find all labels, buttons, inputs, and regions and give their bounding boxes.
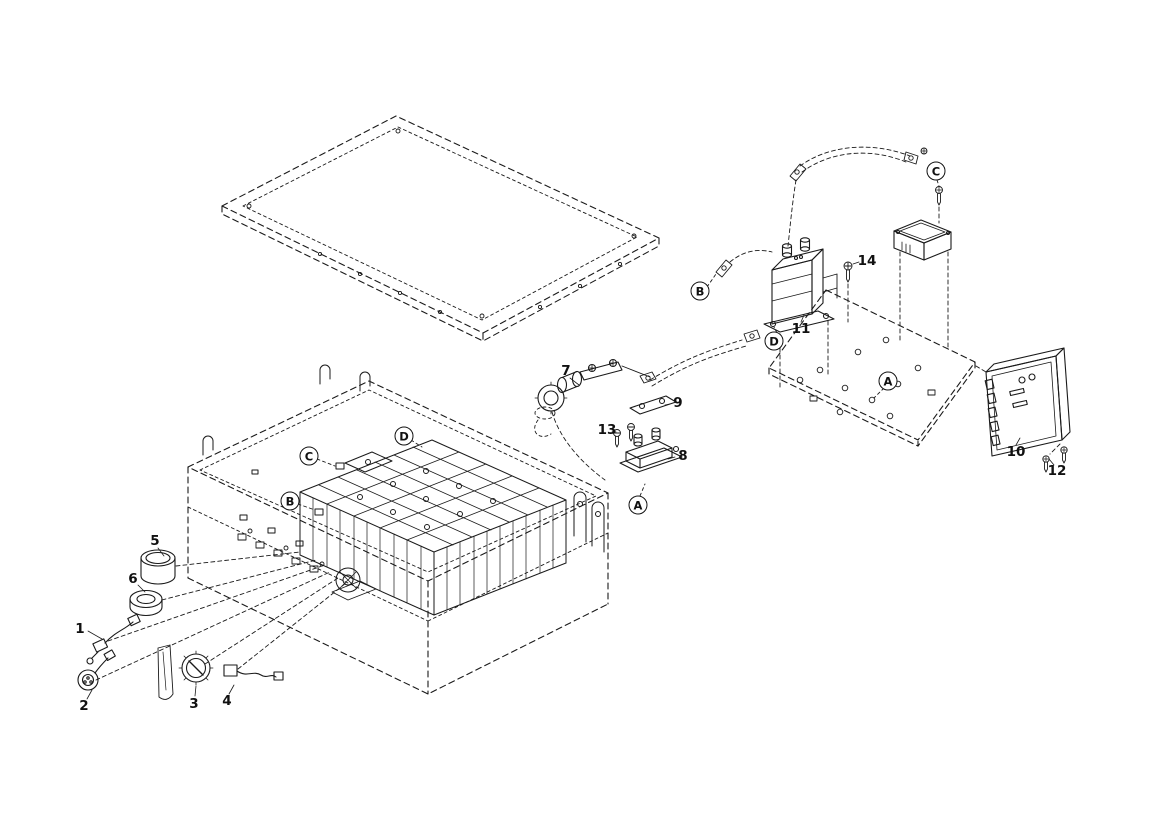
part-7-gland — [534, 358, 651, 437]
part-number-3: 3 — [189, 696, 199, 712]
part-number-1: 1 — [75, 621, 85, 637]
ref-letter-a-lower: A — [628, 495, 648, 515]
battery-box-drawing — [187, 380, 609, 695]
part-12-screws — [1042, 443, 1068, 473]
ref-letter-d-box: D — [394, 426, 414, 446]
part-2-plug — [77, 649, 116, 691]
part-number-11: 11 — [791, 321, 811, 337]
ref-b-lug — [715, 250, 773, 278]
part-number-8: 8 — [678, 448, 688, 464]
part-number-6: 6 — [128, 571, 138, 587]
ref-letter-c-upper: C — [926, 161, 946, 181]
mounting-plate-drawing — [768, 289, 976, 447]
ecu-box-drawing — [893, 219, 952, 348]
part-11-contactor — [763, 237, 838, 390]
part-number-14: 14 — [857, 253, 877, 269]
box-mounting-row — [237, 528, 325, 573]
part-13-screws — [613, 423, 635, 448]
ref-letter-b-upper: B — [690, 281, 710, 301]
part-number-9: 9 — [673, 395, 683, 411]
lid-panel-drawing — [221, 115, 660, 342]
part-number-13: 13 — [597, 422, 617, 438]
part-10-controller — [984, 347, 1071, 457]
ref-letter-b-box: B — [280, 491, 300, 511]
part-number-4: 4 — [222, 693, 232, 709]
part-number-2: 2 — [79, 698, 89, 714]
top-cable-lugs — [789, 147, 928, 182]
part-6-ring — [129, 589, 163, 617]
part-4-connector — [223, 664, 284, 681]
mid-cable-lugs — [639, 329, 761, 384]
part-3-strap — [157, 644, 174, 700]
part-14-screw — [843, 261, 853, 323]
top-cable — [787, 146, 911, 247]
part-number-7: 7 — [561, 363, 571, 379]
battery-module-drawing — [299, 439, 567, 616]
mid-cable — [551, 339, 747, 481]
part-1-cable — [86, 613, 141, 665]
assembly-lines-left — [95, 551, 347, 681]
part-number-12: 12 — [1047, 463, 1067, 479]
part-number-5: 5 — [150, 533, 160, 549]
ref-letter-d-upper: D — [764, 331, 784, 351]
ref-letter-a-plate: A — [878, 371, 898, 391]
part-9-bracket — [629, 395, 677, 415]
lid-panel-details — [246, 128, 637, 319]
part-number-10: 10 — [1006, 444, 1026, 460]
ref-c-screw — [935, 186, 943, 224]
mounting-plate-holes — [796, 336, 936, 420]
part-3-cap — [178, 650, 214, 686]
part-8-terminal-block — [619, 427, 683, 473]
part-5-cylinder — [140, 549, 176, 585]
letter-leaders — [297, 179, 940, 511]
plate-unit-link — [975, 365, 987, 373]
ref-letter-c-box: C — [299, 446, 319, 466]
number-leaders — [86, 261, 1055, 700]
